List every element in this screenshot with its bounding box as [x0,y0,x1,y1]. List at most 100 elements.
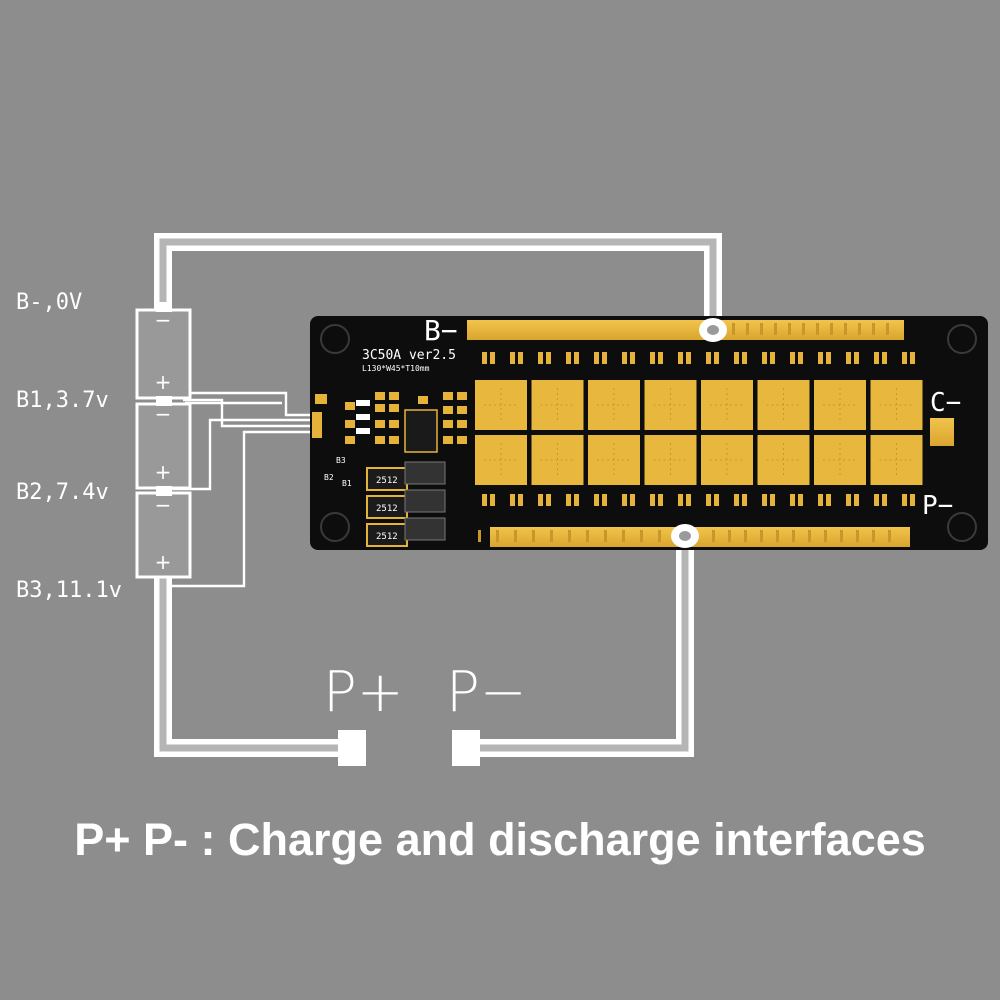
shunt-marking-1: 2512 [376,476,398,486]
mosfet-mark [540,443,575,477]
cell-3-plus-sign: + [155,550,172,574]
cell-2-minus-sign: − [155,402,172,426]
gate-pad [490,494,495,506]
bus-slot [746,323,749,335]
gate-pad [846,494,851,506]
cell-label-b2: B2,7.4v [16,480,109,505]
gate-pad [482,352,487,364]
gate-pad [770,494,775,506]
gate-pad [770,352,775,364]
cell-label-b1: B1,3.7v [16,388,109,413]
gate-pad [874,352,879,364]
gate-pad [706,494,711,506]
mosfet-mark [766,443,801,477]
gate-pad [678,352,683,364]
smd-pad [345,402,355,410]
gate-pad [706,352,711,364]
gate-pad [594,494,599,506]
bus-slot [802,323,805,335]
gate-pad [546,352,551,364]
shunt-resistors [366,461,446,547]
bus-slot [886,323,889,335]
bus-slot [744,530,747,542]
balance-pin [356,428,370,434]
cell-label-b3: B3,11.1v [16,578,122,603]
smd-pad [443,420,453,428]
bus-slot [840,530,843,542]
gate-pad [630,494,635,506]
gate-pad [602,352,607,364]
gate-resistor-row-top [482,323,915,364]
bus-slot [808,530,811,542]
gate-pad [510,494,515,506]
bus-slot [872,323,875,335]
balance-pin [356,414,370,420]
b-minus-bus [467,320,904,340]
smd-pad [457,406,467,414]
gate-pad [902,494,907,506]
smd-pad [375,420,385,428]
bus-slot [788,323,791,335]
smd-pad [375,436,385,444]
gate-pad [566,352,571,364]
gate-pad [910,352,915,364]
mosfet-mark [597,443,631,477]
bus-slot [658,530,661,542]
gate-pad [714,494,719,506]
mount-hole-tr [947,324,977,354]
smd-pad [389,420,399,428]
gate-pad [686,494,691,506]
gate-pad [518,494,523,506]
gate-pad [622,352,627,364]
board-model: 3C50A ver2.5 [362,348,456,363]
gate-pad [510,352,515,364]
smd-pad [457,420,467,428]
mosfet-mark [710,388,744,422]
bus-slot [856,530,859,542]
bus-slot [728,530,731,542]
mosfet-mark [879,388,914,422]
gate-pad [518,352,523,364]
shunt-marking-3: 2512 [376,532,398,542]
bus-slot [888,530,891,542]
bus-slot [622,530,625,542]
gate-pad [630,352,635,364]
gate-pad [826,352,831,364]
bus-slot [816,323,819,335]
bus-slot [760,530,763,542]
gate-pad [658,494,663,506]
bus-slot [774,323,777,335]
mosfet-mark [653,388,688,422]
bus-slot [640,530,643,542]
gate-pad [882,494,887,506]
gate-pad [910,494,915,506]
cell-3-minus-sign: − [155,493,172,517]
gate-pad [602,494,607,506]
bus-slot [478,530,481,542]
port-label-p-plus: P+ [323,660,404,725]
cell-label-b-minus: B-,0V [16,290,83,315]
mosfet-array [475,380,923,485]
bus-slot [760,323,763,335]
gate-pad [490,352,495,364]
balance-wire-b3 [172,430,318,588]
bus-slot [776,530,779,542]
gate-pad [546,494,551,506]
mosfet-mark [710,443,744,477]
cell-2-plus-sign: + [155,460,172,484]
gate-pad [678,494,683,506]
smd-pad [443,406,453,414]
output-connectors [338,730,480,766]
bus-slot [514,530,517,542]
gate-pad [566,494,571,506]
terminal-c-minus-label: C− [930,388,961,418]
smd-pad [457,436,467,444]
bus-slot [568,530,571,542]
smd-pad [457,392,467,400]
mosfet-mark [484,443,518,477]
gate-pad [650,352,655,364]
bus-slot [872,530,875,542]
control-ic [404,409,438,453]
battery-stack: − + − + − + [135,302,192,579]
